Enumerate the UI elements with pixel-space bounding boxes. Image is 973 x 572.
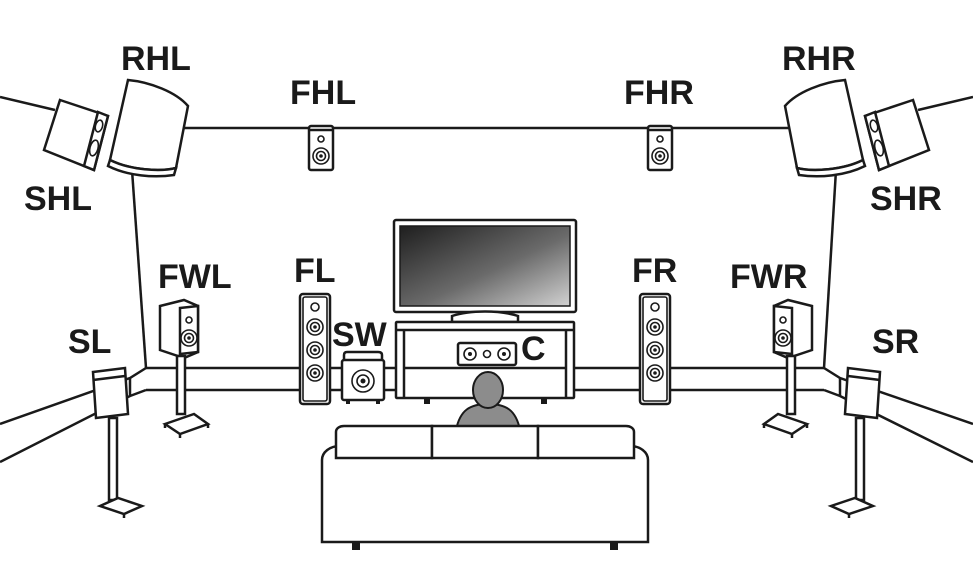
surround-height-left-speaker	[42, 98, 110, 172]
front-wide-right-speaker	[761, 298, 814, 438]
surround-left-speaker	[91, 366, 146, 518]
front-height-right-speaker	[646, 124, 674, 172]
television	[392, 218, 578, 324]
label-shl: SHL	[24, 180, 92, 218]
left-wall-corner	[130, 169, 148, 369]
surround-height-right-speaker	[863, 98, 931, 172]
label-sw: SW	[332, 316, 388, 354]
label-rhl: RHL	[121, 40, 191, 78]
front-right-speaker	[638, 292, 672, 406]
label-sl: SL	[68, 323, 111, 361]
surround-right-speaker	[827, 366, 882, 518]
center-speaker	[456, 341, 518, 367]
rear-height-left-speaker	[106, 78, 190, 178]
sofa	[320, 424, 650, 550]
front-wide-left-speaker	[158, 298, 211, 438]
ceiling-right-diagonal	[917, 95, 973, 112]
subwoofer	[340, 350, 386, 404]
speaker-labels: RHL FHL FHR RHR SHL SHR FWL FL FR FWR SW…	[24, 40, 942, 368]
label-fl: FL	[294, 252, 336, 290]
front-left-speaker	[298, 292, 332, 406]
listener	[454, 371, 522, 431]
label-rhr: RHR	[782, 40, 856, 78]
label-shr: SHR	[870, 180, 942, 218]
label-fhl: FHL	[290, 74, 356, 112]
label-fr: FR	[632, 252, 677, 290]
label-sr: SR	[872, 323, 919, 361]
label-fhr: FHR	[624, 74, 694, 112]
right-wall-corner	[822, 169, 838, 369]
label-fwr: FWR	[730, 258, 807, 296]
front-height-left-speaker	[307, 124, 335, 172]
label-c: C	[521, 330, 546, 368]
rear-height-right-speaker	[783, 78, 867, 178]
ceiling-left-diagonal	[0, 95, 56, 112]
label-fwl: FWL	[158, 258, 232, 296]
